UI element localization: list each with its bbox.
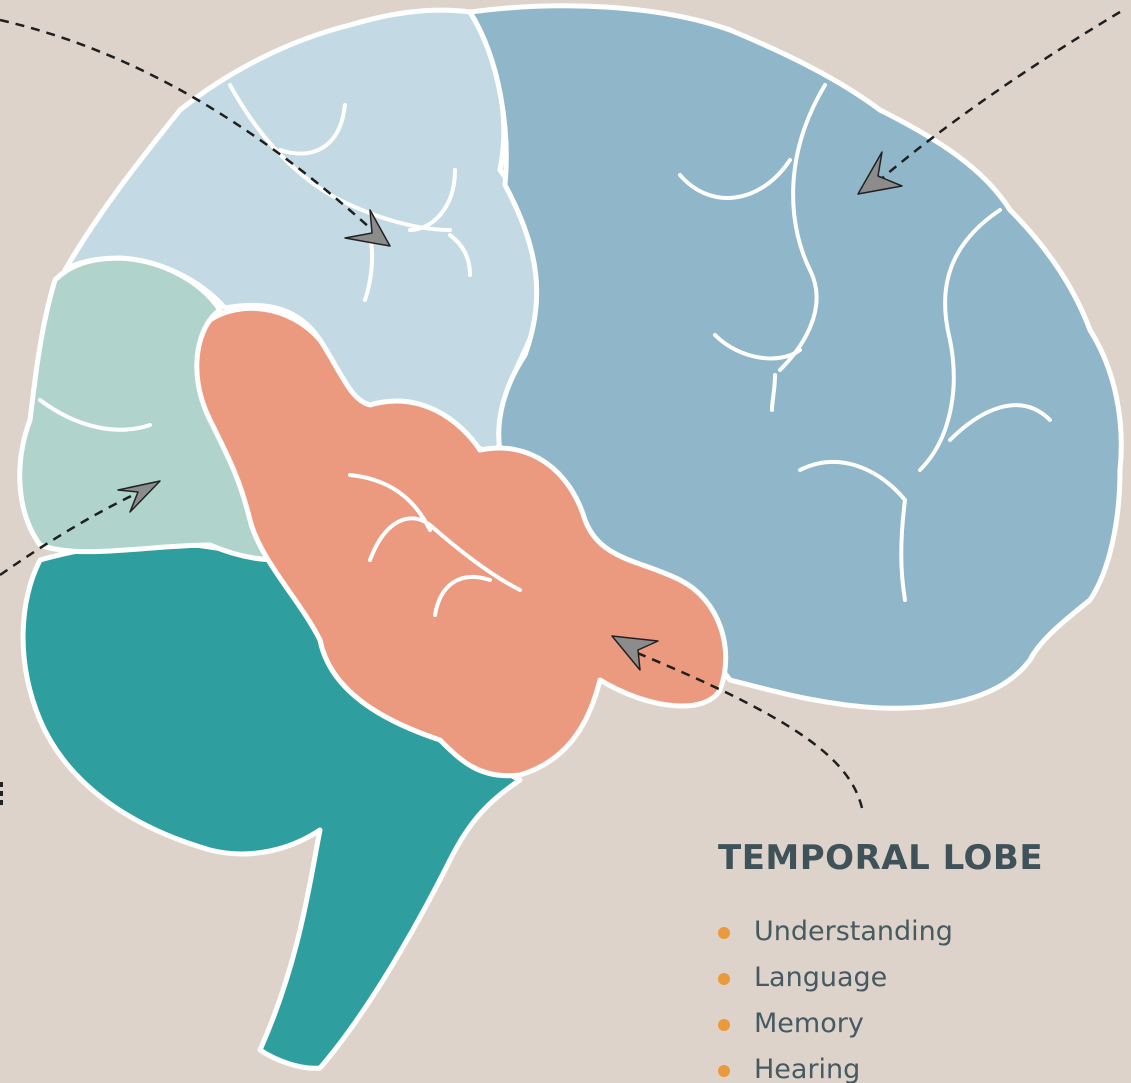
temporal-lobe-label: TEMPORAL LOBE Understanding Language Mem…	[718, 838, 1118, 1083]
label-list: Understanding Language Memory Hearing	[718, 909, 1118, 1083]
list-item: Understanding	[718, 909, 1118, 955]
list-item-text: Language	[754, 962, 887, 993]
bullet-icon	[718, 973, 730, 985]
bullet-icon	[718, 1065, 730, 1077]
list-item: Language	[718, 955, 1118, 1001]
list-item-text: Understanding	[754, 916, 953, 947]
edge-dash-mark	[0, 782, 3, 808]
list-item-text: Memory	[754, 1008, 864, 1039]
list-item: Memory	[718, 1001, 1118, 1047]
bullet-icon	[718, 927, 730, 939]
label-title: TEMPORAL LOBE	[718, 838, 1118, 879]
list-item: Hearing	[718, 1047, 1118, 1083]
bullet-icon	[718, 1019, 730, 1031]
list-item-text: Hearing	[754, 1054, 860, 1083]
